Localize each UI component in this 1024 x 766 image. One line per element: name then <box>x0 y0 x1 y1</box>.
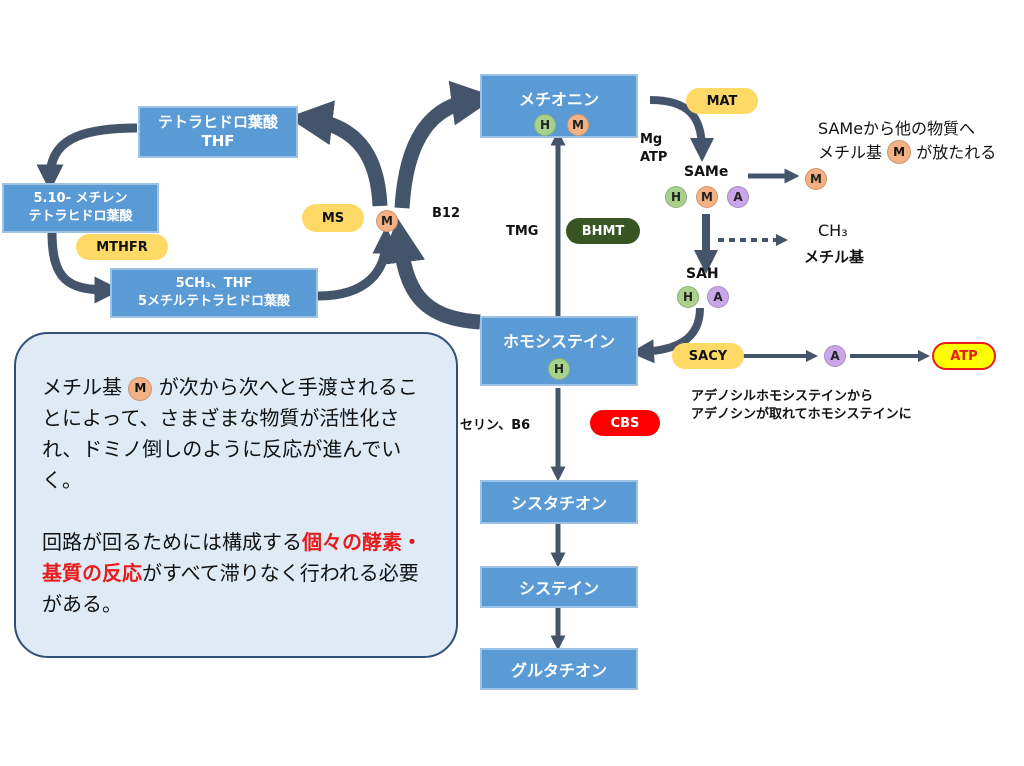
same-note-methyl-molecule: M <box>887 140 912 164</box>
arrow-thf-to-methylene <box>36 123 138 192</box>
arrow-methylene-to-methyl-thf <box>47 231 122 304</box>
atp-cofactor-label: ATP <box>640 150 668 165</box>
explanation-panel: メチル基 M が次から次へと手渡されることによって、さまざまな物質が活性化され、… <box>14 332 458 658</box>
adenosyl-note-line2: アデノシンが取れてホモシステインに <box>691 407 912 422</box>
same-note-line1: SAMeから他の物質へ <box>818 119 976 138</box>
ch3-label: CH₃ <box>818 221 848 240</box>
p2-pre: 回路が回るためには構成する <box>42 530 302 554</box>
bhmt-enzyme: BHMT <box>566 218 640 244</box>
same-label: SAMe <box>684 164 729 180</box>
glutathione-box: グルタチオン <box>480 648 638 690</box>
serine-b6-label: セリン、B6 <box>460 418 531 433</box>
mg-label: Mg <box>640 132 663 147</box>
cbs-enzyme: CBS <box>590 410 660 436</box>
tmg-label: TMG <box>506 224 539 239</box>
methionine-m-molecule: M <box>567 114 589 136</box>
homocysteine-box: ホモシステイン <box>480 316 638 386</box>
adenosyl-note-line1: アデノシルホモシステインから <box>691 389 874 404</box>
p2-post: がすべて滞りなく行われる必要がある。 <box>42 561 419 616</box>
p1-methyl-molecule: M <box>128 376 153 401</box>
b12-label: B12 <box>432 206 460 221</box>
methylene-label-line1: 5.10- メチレン <box>33 191 128 206</box>
homocysteine-label: ホモシステイン <box>502 332 615 351</box>
sacy-enzyme: SACY <box>672 343 744 369</box>
methyl-thf-box: 5CH₃、THF 5メチルテトラヒドロ葉酸 <box>110 268 318 318</box>
same-m-molecule: M <box>696 186 718 208</box>
ms-enzyme: MS <box>302 204 364 232</box>
explanation-paragraph-1: メチル基 M が次から次へと手渡されることによって、さまざまな物質が活性化され、… <box>42 372 434 496</box>
p1-post: が次から次へと手渡されることによって、さまざまな物質が活性化され、ドミノ倒しのよ… <box>42 375 418 492</box>
methionine-h-molecule: H <box>534 114 556 136</box>
sah-h-molecule: H <box>677 286 699 308</box>
mat-enzyme: MAT <box>686 88 758 114</box>
same-note-line2-pre: メチル基 <box>818 143 883 162</box>
cystathionine-box: シスタチオン <box>480 480 638 524</box>
p1-pre: メチル基 <box>42 375 122 399</box>
arrow-homocysteine-to-ms <box>380 217 481 330</box>
atp-product: ATP <box>932 342 996 370</box>
cysteine-label: システイン <box>518 579 599 598</box>
methylene-thf-box: 5.10- メチレン テトラヒドロ葉酸 <box>2 183 159 233</box>
cysteine-box: システイン <box>480 566 638 608</box>
thf-label-line2: THF <box>201 132 235 150</box>
explanation-paragraph-2: 回路が回るためには構成する個々の酵素・基質の反応がすべて滞りなく行われる必要があ… <box>42 527 434 620</box>
thf-label-line1: テトラヒドロ葉酸 <box>157 113 278 131</box>
methionine-box: メチオニン <box>480 74 638 138</box>
arrow-ms-to-thf <box>287 100 388 207</box>
arrow-ms-to-methionine <box>394 80 497 209</box>
same-a-molecule: A <box>727 186 749 208</box>
released-methyl-molecule: M <box>805 168 827 190</box>
mthfr-enzyme: MTHFR <box>76 234 168 260</box>
methylene-label-line2: テトラヒドロ葉酸 <box>28 209 133 224</box>
arrow-methyl-thf-to-ms <box>317 226 400 301</box>
arrow-sah-to-homocysteine <box>630 307 704 364</box>
same-note-line2: メチル基 M が放たれる <box>818 139 996 164</box>
methyl-thf-label-line1: 5CH₃、THF <box>175 276 253 291</box>
p2-highlight: 個々の酵素・基質の反応 <box>42 530 422 585</box>
arrow-methionine-to-same <box>649 96 714 162</box>
methyl-thf-label-line2: 5メチルテトラヒドロ葉酸 <box>137 294 291 309</box>
cystathionine-label: シスタチオン <box>510 494 607 513</box>
ms-methyl-molecule: M <box>376 210 398 232</box>
adenosine-molecule: A <box>824 345 846 367</box>
methionine-label: メチオニン <box>518 90 599 109</box>
same-h-molecule: H <box>665 186 687 208</box>
same-note-line2-post: が放たれる <box>916 143 997 162</box>
sah-a-molecule: A <box>707 286 729 308</box>
sah-label: SAH <box>686 266 719 282</box>
glutathione-label: グルタチオン <box>510 661 607 680</box>
methyl-group-label: メチル基 <box>804 248 865 266</box>
homocysteine-h-molecule: H <box>548 358 570 380</box>
thf-box: テトラヒドロ葉酸 THF <box>138 106 298 158</box>
